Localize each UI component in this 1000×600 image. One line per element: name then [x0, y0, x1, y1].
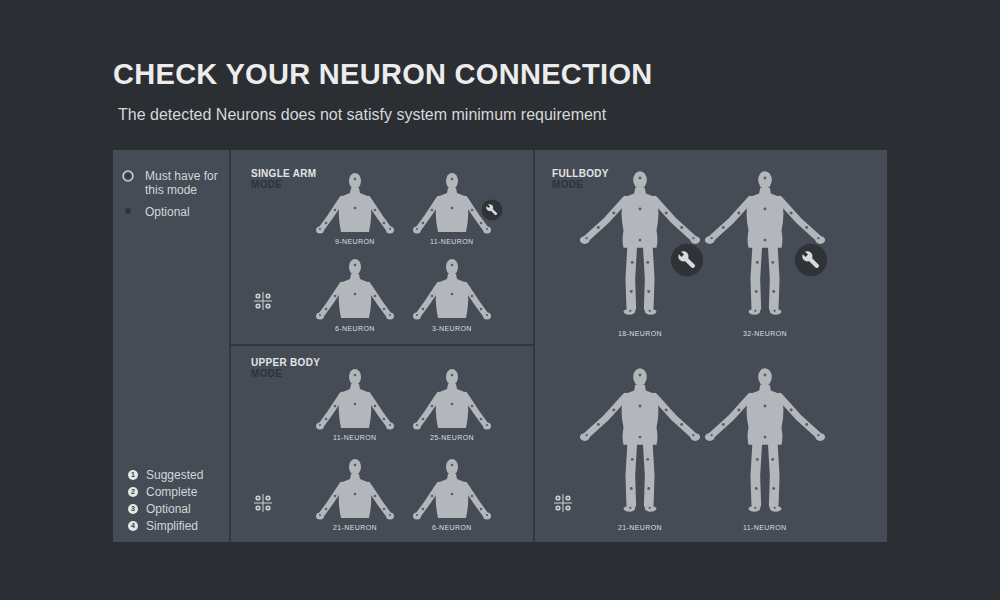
neuron-count: 6-NEURON [432, 524, 472, 531]
mode-subtitle: MODE [552, 179, 887, 190]
legend-text: Optional [145, 205, 225, 219]
mode-subtitle: MODE [251, 179, 534, 190]
neuron-count: 3-NEURON [432, 325, 472, 332]
legend-text: Complete [146, 485, 226, 499]
legend-text: Suggested [146, 468, 226, 482]
mode-panel: UPPER BODYMODE [230, 345, 534, 542]
neuron-count: 6-NEURON [335, 325, 375, 332]
callout-number: 1 [128, 470, 138, 480]
page-title: CHECK YOUR NEURON CONNECTION [113, 58, 653, 91]
neuron-count: 25-NEURON [430, 434, 474, 441]
neuron-count: 11-NEURON [430, 238, 474, 245]
neuron-count: 9-NEURON [335, 238, 375, 245]
neuron-count: 21-NEURON [618, 524, 662, 531]
mode-subtitle: MODE [251, 368, 534, 379]
mode-title: FULLBODY [552, 168, 887, 179]
neuron-count: 11-NEURON [333, 434, 377, 441]
mode-panel: FULLBODYMODE [534, 150, 887, 542]
callout-number: 2 [128, 487, 138, 497]
neuron-count: 32-NEURON [743, 330, 787, 337]
legend-text: Must have for this mode [145, 169, 225, 197]
mode-title: UPPER BODY [251, 357, 534, 368]
mode-title: SINGLE ARM [251, 168, 534, 179]
legend-text: Optional [146, 502, 226, 516]
page-subtitle: The detected Neurons does not satisfy sy… [118, 106, 606, 124]
callout-number: 3 [128, 504, 138, 514]
neuron-count: 11-NEURON [743, 524, 787, 531]
neuron-count: 21-NEURON [333, 524, 377, 531]
legend-text: Simplified [146, 519, 226, 533]
callout-number: 4 [128, 521, 138, 531]
neuron-count: 18-NEURON [618, 330, 662, 337]
mode-panel: SINGLE ARMMODE [230, 150, 534, 345]
